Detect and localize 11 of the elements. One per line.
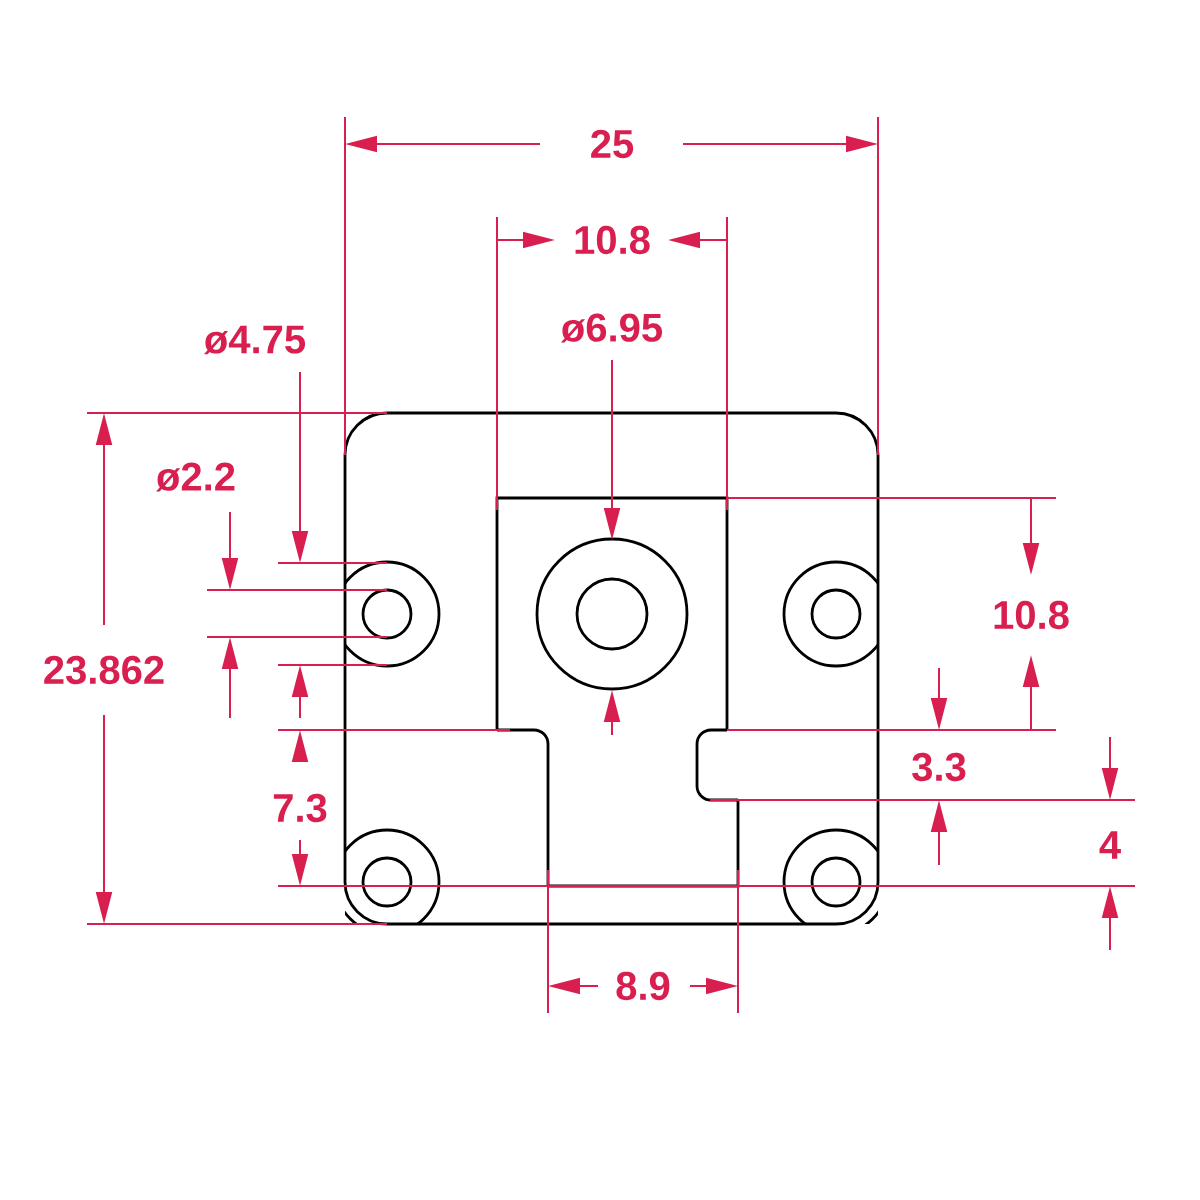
dimension-label: 7.3 [273,793,327,823]
dimension-label: 3.3 [912,752,966,782]
dimension-label: 4 [1099,831,1121,859]
dimension-label: 25 [591,129,634,159]
dimension-label: 10.8 [575,225,650,255]
dimension-label: ø4.75 [203,325,306,355]
dimension-label: 23.862 [44,655,164,685]
dimension-label: ø2.2 [156,462,235,492]
dimension-label: 10.8 [994,600,1069,630]
dimension-label: ø6.95 [560,313,663,343]
dimension-label: 8.9 [616,971,670,1001]
